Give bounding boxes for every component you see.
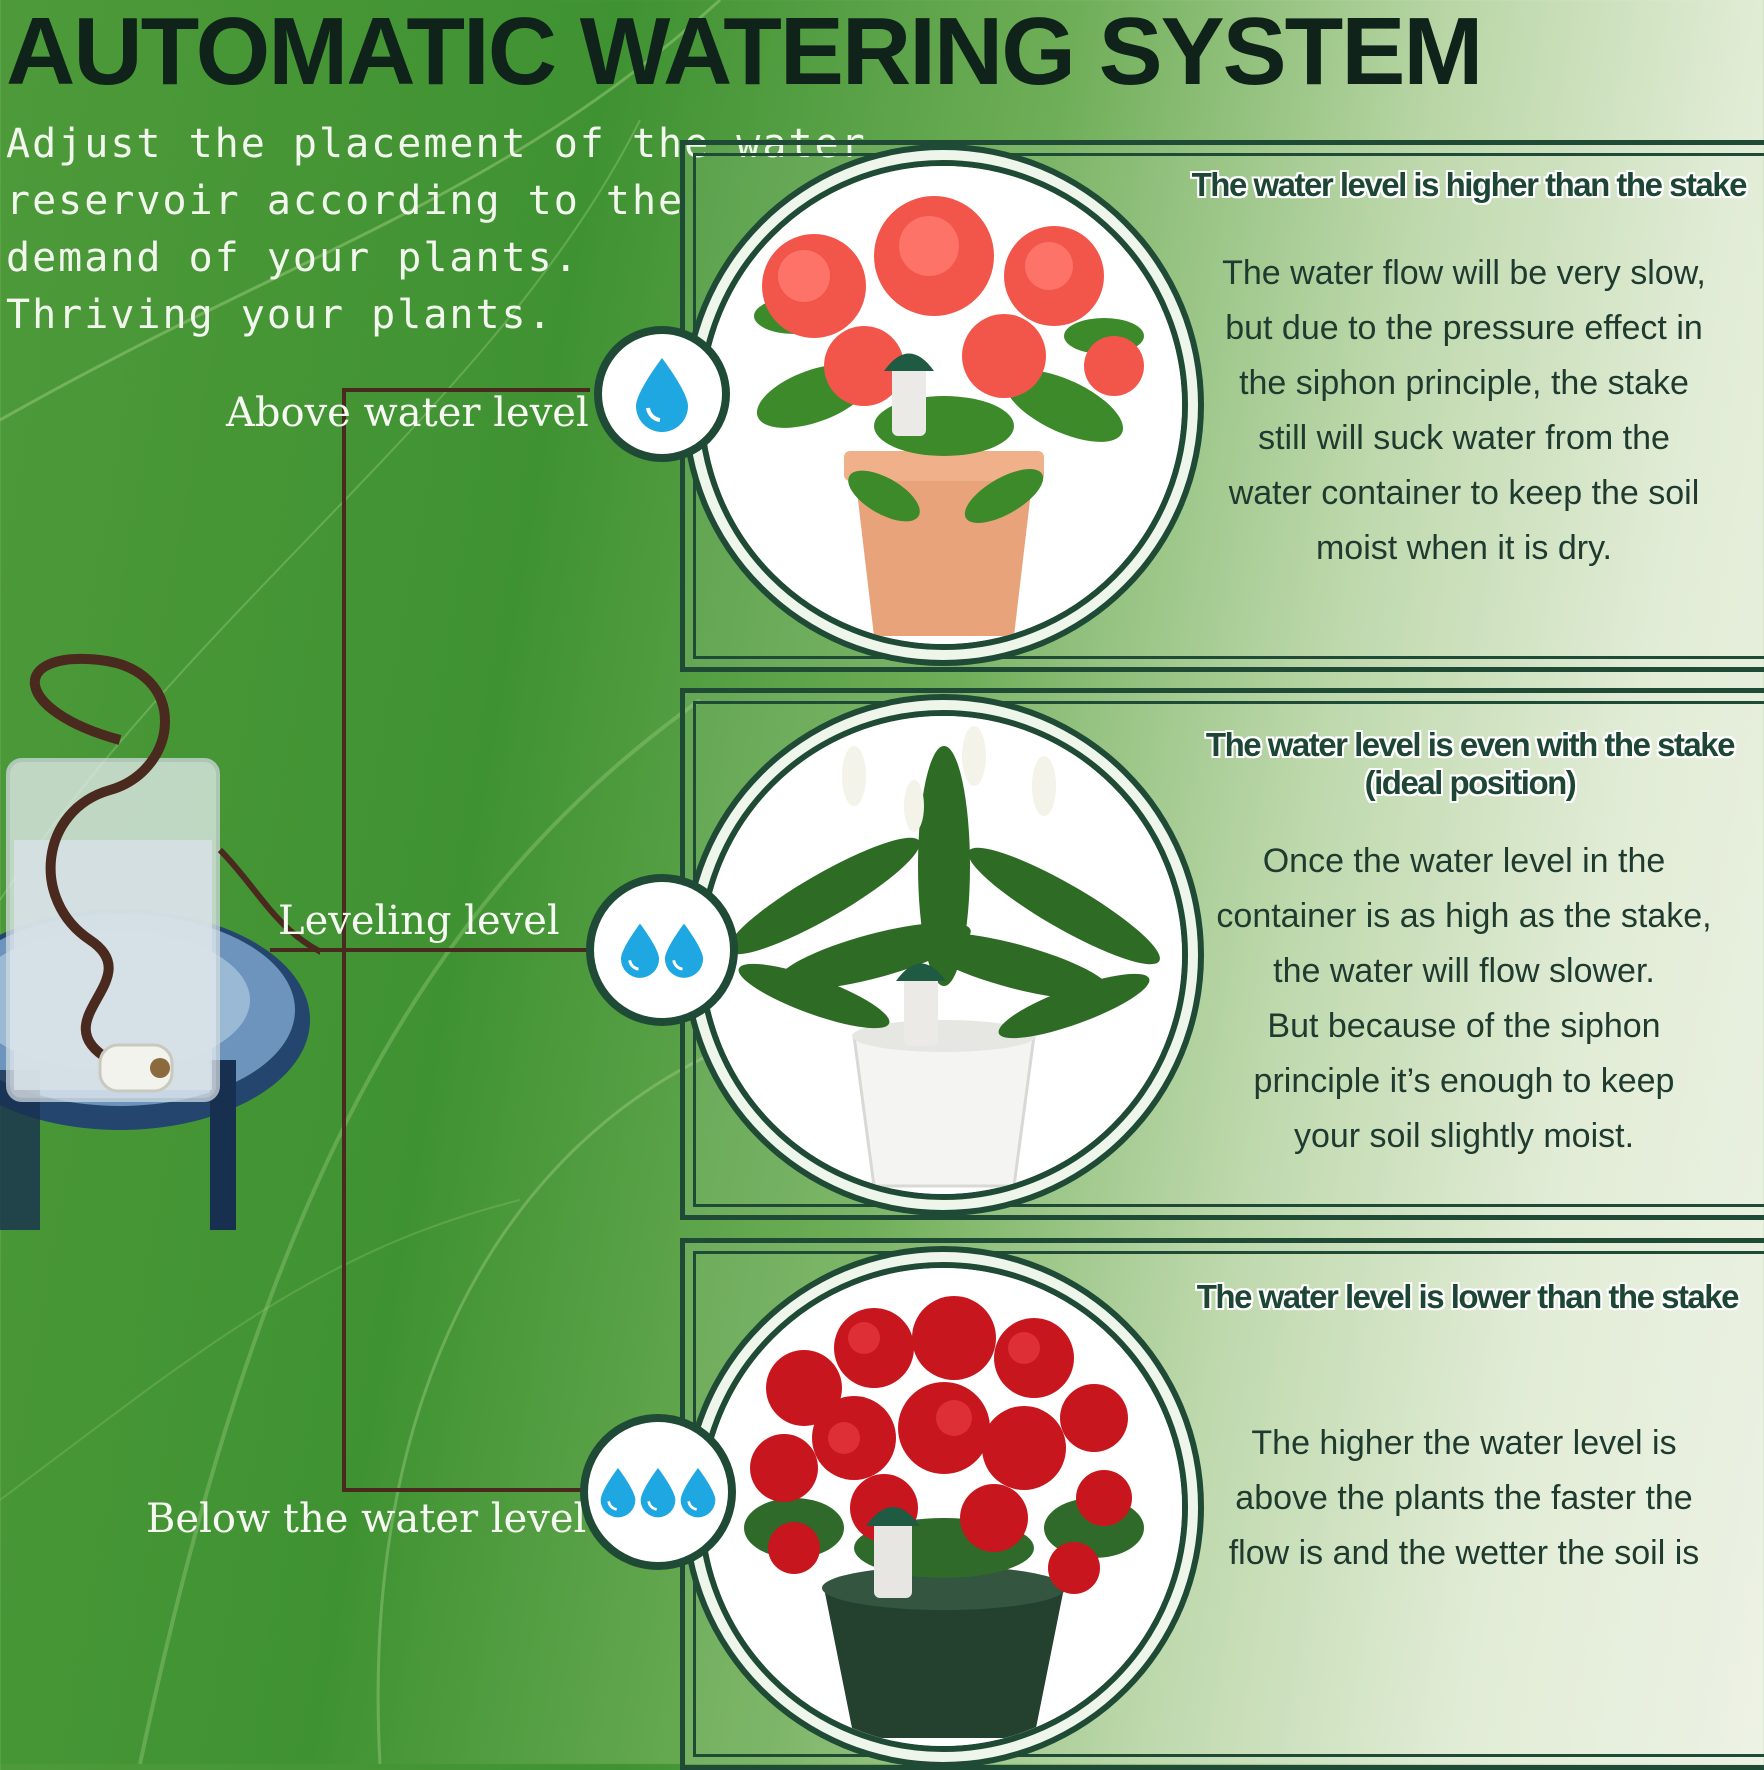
level-label-above: Above water level	[226, 390, 589, 436]
body-line: the siphon principle, the stake	[1239, 364, 1689, 402]
panel-description: Once the water level in the container is…	[1184, 834, 1744, 1164]
body-line: but due to the pressure effect in	[1225, 309, 1703, 347]
plant-photo-peace-lily	[698, 710, 1188, 1200]
body-line: above the plants the faster the	[1235, 1479, 1693, 1517]
body-line: flow is and the wetter the soil is	[1228, 1534, 1700, 1572]
peace-lily-plant-illustration	[704, 716, 1182, 1194]
panel-heading: The water level is higher than the stake	[1191, 166, 1748, 204]
page-title: AUTOMATIC WATERING SYSTEM	[6, 0, 1483, 105]
body-line: container is as high as the stake,	[1216, 897, 1712, 935]
water-drop-icon	[600, 1468, 636, 1518]
intro-line: demand of your plants.	[6, 235, 580, 281]
water-drop-badge-three	[580, 1414, 736, 1570]
water-drop-icon	[680, 1468, 716, 1518]
water-drop-icon	[636, 358, 688, 432]
heading-line: The water level is higher than the stake	[1191, 166, 1748, 203]
water-drop-icon	[664, 923, 704, 978]
body-line: principle it’s enough to keep	[1253, 1062, 1675, 1100]
panel-description: The water flow will be very slow, but du…	[1184, 246, 1744, 576]
panel-heading: The water level is lower than the stake	[1196, 1278, 1740, 1316]
body-line: The water flow will be very slow,	[1222, 254, 1706, 292]
heading-line: (ideal position)	[1364, 764, 1577, 801]
plant-photo-begonia	[698, 1262, 1188, 1752]
body-line: Once the water level in the	[1262, 842, 1666, 880]
red-azalea-plant-illustration	[704, 166, 1182, 644]
level-label-below: Below the water level	[146, 1496, 587, 1542]
water-drop-badge-two	[586, 874, 738, 1026]
panel-description: The higher the water level is above the …	[1184, 1416, 1744, 1581]
body-line: your soil slightly moist.	[1293, 1117, 1635, 1155]
water-drop-icon	[620, 923, 660, 978]
water-drop-badge-one	[594, 326, 730, 462]
intro-line: Thriving your plants.	[6, 292, 554, 338]
plant-photo-azalea	[698, 160, 1188, 650]
heading-line: The water level is even with the stake	[1205, 726, 1736, 763]
red-begonia-plant-illustration	[704, 1268, 1182, 1746]
heading-line: The water level is lower than the stake	[1196, 1278, 1740, 1315]
body-line: The higher the water level is	[1251, 1424, 1677, 1462]
intro-line: reservoir according to the	[6, 178, 685, 224]
water-drop-icon	[640, 1468, 676, 1518]
water-glass-reservoir-illustration	[0, 653, 320, 1230]
body-line: the water will flow slower.	[1273, 952, 1655, 990]
body-line: moist when it is dry.	[1315, 529, 1612, 567]
body-line: still will suck water from the	[1258, 419, 1670, 457]
body-line: But because of the siphon	[1267, 1007, 1661, 1045]
panel-heading: The water level is even with the stake (…	[1205, 726, 1736, 802]
intro-text: Adjust the placement of the water reserv…	[6, 116, 865, 344]
level-label-leveling: Leveling level	[278, 898, 560, 944]
body-line: water container to keep the soil	[1228, 474, 1700, 512]
